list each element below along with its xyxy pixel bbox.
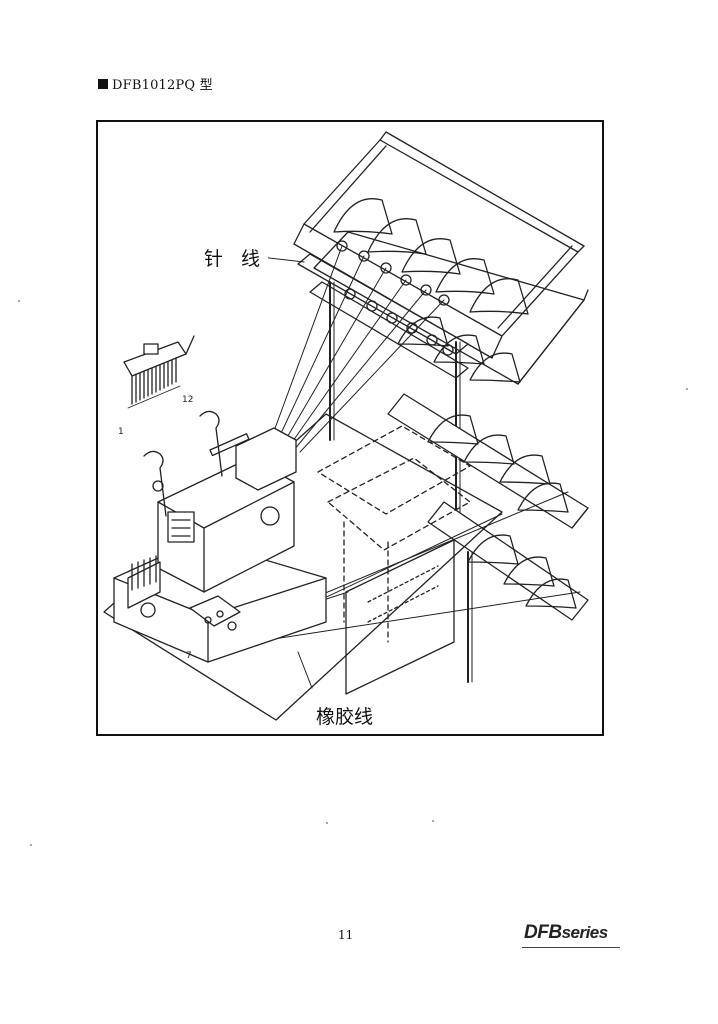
- logo-underline: [522, 947, 620, 948]
- figure-frame: 12 1 7 针 线 橡胶线: [96, 120, 604, 736]
- model-title: DFB1012PQ 型: [112, 78, 213, 93]
- needle-label-first: 1: [118, 427, 124, 437]
- elastic-thread-callout: 橡胶线: [314, 702, 376, 729]
- page-number: 11: [338, 928, 354, 942]
- scan-speck: [30, 844, 32, 846]
- second-thread-tray: [313, 231, 589, 385]
- scan-speck: [432, 820, 434, 822]
- sewing-machine-diagram: 12 1 7: [103, 131, 589, 721]
- needle-thread-lines: [193, 245, 445, 623]
- logo-suffix: series: [561, 923, 609, 942]
- square-bullet-icon: [98, 78, 108, 89]
- needle-thread-callout: 针 线: [202, 244, 269, 271]
- guide-hook-right: [199, 410, 223, 477]
- scan-speck: [326, 822, 328, 824]
- needle-label-last: 12: [182, 395, 193, 405]
- needle-bar-inset: [123, 335, 195, 409]
- guide-hook-left: [143, 450, 167, 517]
- scan-speck: [686, 388, 688, 390]
- sewing-machine: [113, 427, 327, 663]
- logo-main: DFB: [524, 922, 562, 943]
- scan-speck: [18, 300, 20, 302]
- page-heading: DFB1012PQ 型: [98, 74, 213, 93]
- upper-cone-cradles: [333, 198, 529, 315]
- elastic-thread-leader: [297, 651, 313, 689]
- diagram-small-mark: 7: [186, 651, 192, 661]
- dfbseries-logo: DFBseries: [524, 922, 608, 944]
- spool-holder-bar: [297, 240, 469, 379]
- lower-thread-tray: [387, 393, 589, 621]
